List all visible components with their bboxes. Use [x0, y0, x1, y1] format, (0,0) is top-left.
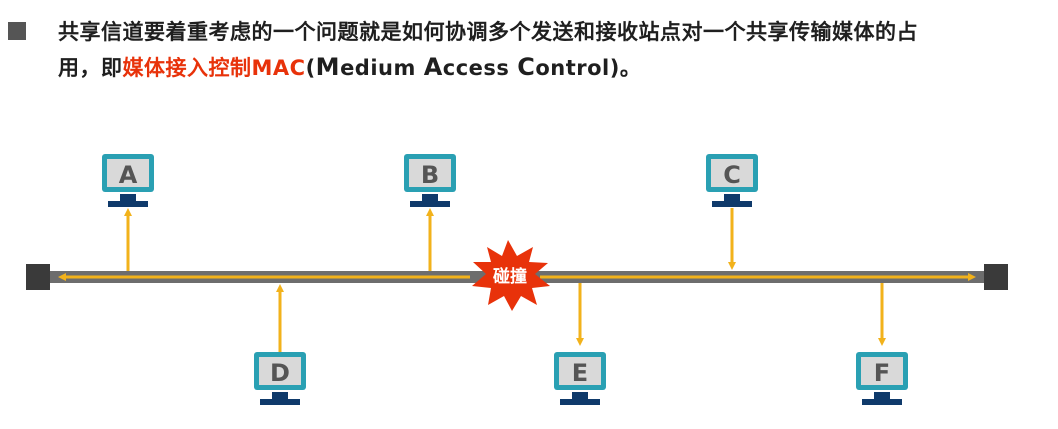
monitor-screen-c [711, 159, 753, 187]
letter-a: A [423, 53, 443, 81]
mac-highlight: 媒体接入控制MAC [122, 56, 306, 80]
monitor-stand-f [874, 392, 890, 399]
station-f: F [856, 283, 908, 405]
line2-prefix: 用，即 [58, 56, 123, 80]
paren-open: ( [305, 56, 316, 80]
station-c: C [706, 154, 758, 270]
word-ontrol: ontrol [535, 56, 610, 80]
bus-terminator-left [26, 264, 50, 290]
monitor-screen-f [861, 357, 903, 385]
station-d: D [254, 284, 306, 405]
monitor-stand-c [724, 194, 740, 201]
monitor-base-f [862, 399, 902, 405]
word-ccess: ccess [442, 56, 518, 80]
monitor-stand-e [572, 392, 588, 399]
station-label-f: F [874, 359, 890, 387]
monitor-screen-e [559, 357, 601, 385]
station-label-c: C [723, 161, 741, 189]
monitor-stand-d [272, 392, 288, 399]
station-label-d: D [270, 359, 290, 387]
monitor-stand-b [422, 194, 438, 201]
letter-c: C [517, 53, 536, 81]
collision-label: 碰撞 [493, 266, 527, 287]
letter-m: M [315, 53, 341, 81]
station-a: A [102, 154, 154, 271]
bullet-square [8, 22, 26, 40]
header-line-2: 用，即媒体接入控制MAC(Medium Access Control)。 [58, 52, 641, 82]
monitor-screen-b [409, 159, 451, 187]
word-edium: edium [340, 56, 424, 80]
station-e: E [554, 283, 606, 405]
monitor-base-d [260, 399, 300, 405]
paren-close: )。 [609, 56, 642, 80]
bus-terminator-right [984, 264, 1008, 290]
station-label-b: B [421, 161, 439, 189]
monitor-screen-d [259, 357, 301, 385]
monitor-base-b [410, 201, 450, 207]
station-b: B [404, 154, 456, 271]
monitor-base-e [560, 399, 600, 405]
collision-burst: 碰撞 [472, 240, 550, 311]
station-label-e: E [572, 359, 588, 387]
monitor-base-a [108, 201, 148, 207]
collision-burst-icon [472, 240, 550, 311]
header-line-1: 共享信道要着重考虑的一个问题就是如何协调多个发送和接收站点对一个共享传输媒体的占 [58, 20, 918, 44]
monitor-stand-a [120, 194, 136, 201]
station-label-a: A [119, 161, 138, 189]
monitor-base-c [712, 201, 752, 207]
monitor-screen-a [107, 159, 149, 187]
